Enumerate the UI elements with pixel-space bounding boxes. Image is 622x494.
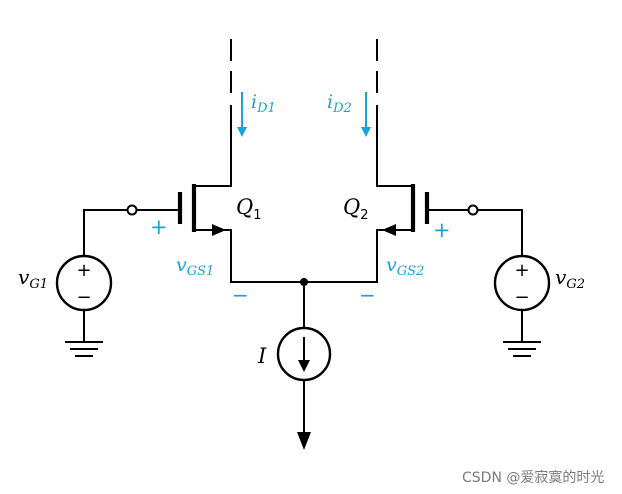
voltage-source-vg1: + − (55, 254, 113, 343)
drain-wire-q2 (376, 39, 414, 187)
common-source-node (230, 278, 378, 329)
ground-icon-1 (65, 341, 103, 357)
vg1-label: vG1 (18, 265, 48, 292)
transistor-q2 (376, 184, 430, 283)
output-arrow-icon (297, 432, 311, 450)
q2-label: Q2 (343, 195, 369, 223)
source-minus-sign-2: − (514, 287, 529, 308)
vgs1-label: vGS1 (176, 254, 214, 279)
id1-label: iD1 (251, 91, 276, 116)
gate-wire-q1 (83, 204, 181, 257)
current-source (276, 326, 332, 450)
drain-wire-q1 (193, 39, 232, 187)
gate-wire-q2 (426, 204, 523, 257)
ground-icon-2 (503, 341, 541, 357)
watermark-text: CSDN @爱寂寞的时光 (462, 470, 604, 486)
vgs2-label: vGS2 (386, 254, 424, 279)
source-plus-sign-2: + (514, 260, 529, 281)
vgs2-plus-sign: + (433, 218, 451, 242)
id2-label: iD2 (327, 91, 352, 116)
source-plus-sign-1: + (76, 260, 91, 281)
source-minus-sign-1: − (76, 287, 91, 308)
vgs2-minus-sign: − (359, 283, 376, 307)
current-source-label: I (257, 344, 267, 368)
vgs1-plus-sign: + (150, 215, 168, 239)
vgs1-minus-sign: − (232, 283, 249, 307)
transistor-q1 (177, 184, 232, 283)
voltage-source-vg2: + − (493, 254, 551, 343)
vg2-label: vG2 (555, 265, 585, 292)
q1-label: Q1 (236, 195, 262, 223)
